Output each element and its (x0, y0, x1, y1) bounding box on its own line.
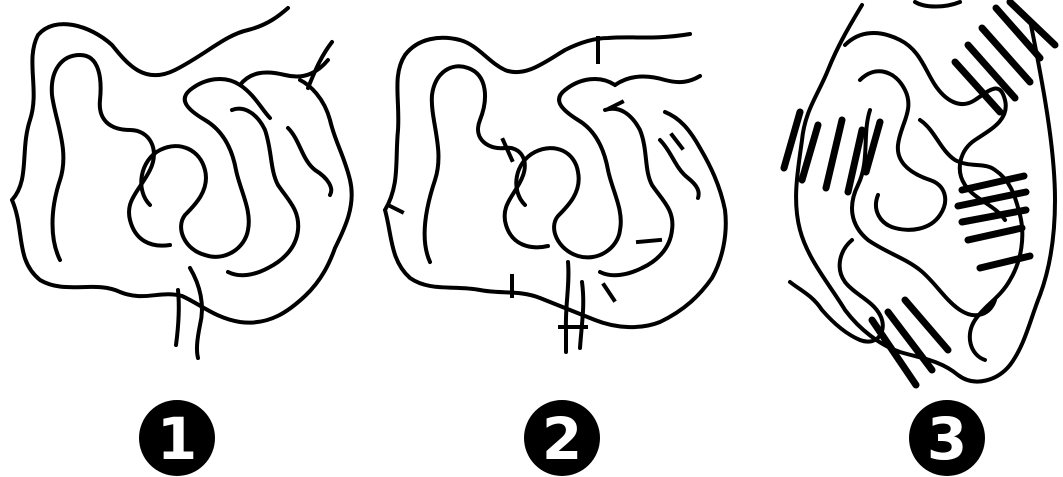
hatch-mark (872, 320, 916, 385)
badge-3-label: 3 (927, 405, 967, 473)
badge-1: 1 (139, 400, 215, 476)
hatch-mark (968, 228, 1022, 240)
panel-2-upper-branch (615, 76, 700, 85)
hatch-mark (962, 176, 1024, 190)
panel-2-inner-loop (516, 79, 621, 257)
panel-2-connector (604, 285, 614, 300)
panel-3-top-cap (915, 2, 960, 7)
panel-1-stem (176, 268, 202, 358)
badge-1-label: 1 (157, 405, 197, 473)
panel-2-left-lobe (425, 66, 548, 262)
panel-1-maze (12, 8, 352, 358)
hatch-mark (962, 210, 1026, 222)
badge-3: 3 (909, 400, 985, 476)
badge-2: 2 (524, 400, 600, 476)
hatch-mark (826, 120, 842, 188)
panel-3-maze (784, 2, 1055, 385)
badge-2-label: 2 (542, 405, 582, 473)
panel-2-right-branch (660, 140, 699, 198)
panel-2-connector (610, 102, 622, 108)
panel-2-connector (672, 135, 682, 148)
panel-2-connector (388, 205, 402, 212)
panel-3-left-fold (790, 240, 883, 342)
panel-2-maze (385, 34, 726, 352)
panel-1-upper-right-branch (288, 128, 331, 195)
hatch-mark (980, 256, 1030, 268)
panel-2-connector (638, 240, 660, 242)
panel-1-top-branch (308, 42, 332, 88)
panel-1-inner-loop (141, 79, 270, 257)
panel-2-stem (566, 262, 583, 352)
